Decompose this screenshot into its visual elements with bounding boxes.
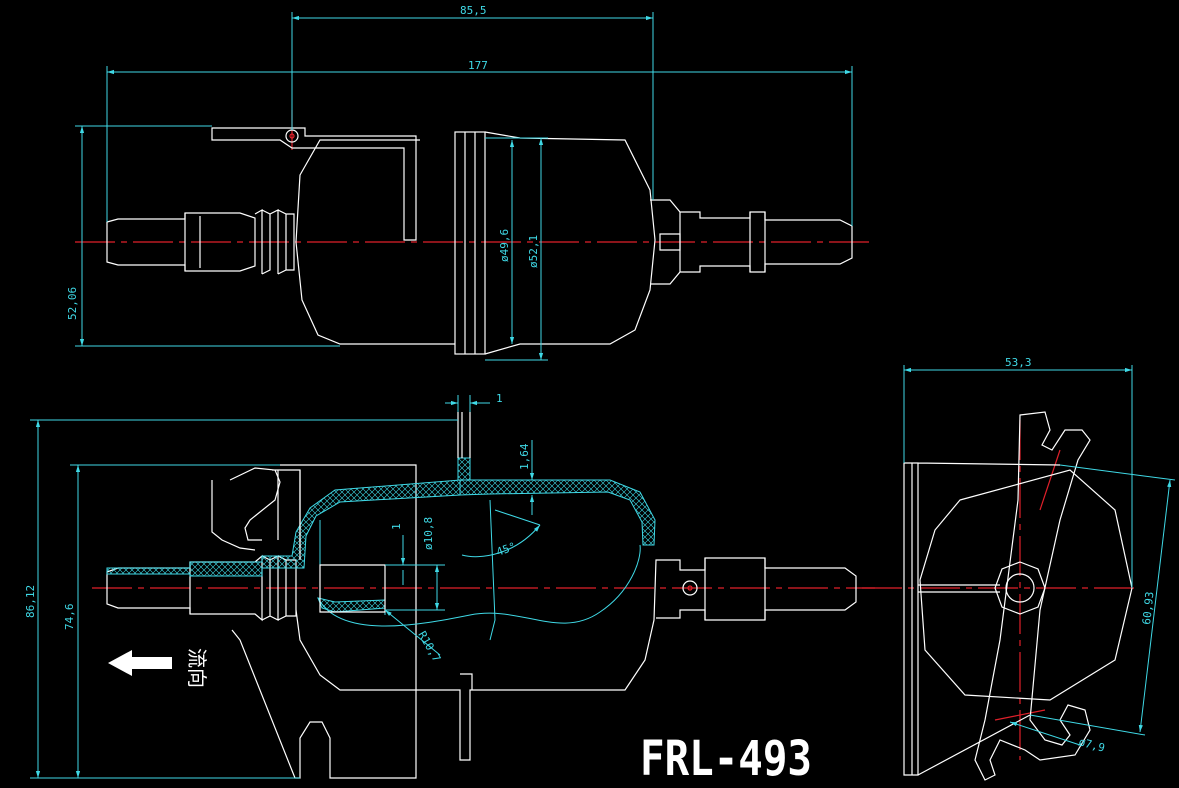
dim-52-06: 52,06 — [66, 125, 340, 347]
dim-85-5-label: 85,5 — [460, 4, 487, 17]
flow-direction-arrow — [108, 650, 172, 676]
section-shell-wall — [459, 479, 656, 546]
top-body-left-dome — [295, 139, 455, 345]
drawing-title: FRL-493 — [640, 731, 812, 787]
dim-dia-7-9-label: ø7,9 — [1077, 735, 1106, 754]
dim-wall-1: 1 — [445, 392, 503, 412]
dim-52-06-label: 52,06 — [66, 287, 79, 320]
end-view: 53,3 60,93 ø7,9 — [862, 356, 1176, 781]
dim-wall-1-64: 1,64 — [518, 440, 535, 515]
dim-dia-10-8-label: ø10,8 — [422, 517, 435, 550]
dim-85-5: 85,5 — [291, 4, 654, 200]
dim-53-3: 53,3 — [903, 356, 1133, 588]
dim-angle-45: 45° — [461, 509, 540, 559]
section-body-outline — [295, 470, 857, 761]
section-inlet-tube-wall — [106, 479, 461, 577]
top-bracket — [211, 127, 417, 241]
top-body-flange — [454, 131, 486, 355]
section-view: 1 1,64 1 ø10,8 45° R10,7 — [24, 392, 875, 779]
dim-dia-52-1-label: ø52,1 — [527, 235, 540, 268]
section-filter-element — [317, 544, 641, 627]
end-hex-nut — [994, 561, 1046, 615]
dim-dia-52-1: ø52,1 — [485, 137, 548, 361]
dim-177: 177 — [106, 59, 853, 226]
dim-74-6: 74,6 — [63, 464, 280, 778]
top-left-ribs — [254, 208, 295, 275]
section-flange-post — [457, 457, 471, 481]
dim-53-3-label: 53,3 — [1005, 356, 1032, 369]
top-body-right-dome — [484, 131, 656, 355]
dim-radius-10-7: R10,7 — [384, 609, 443, 664]
dim-60-93: 60,93 — [1029, 464, 1176, 736]
end-tilted-tab — [974, 411, 1091, 781]
dim-74-6-label: 74,6 — [63, 604, 76, 631]
dim-radius-10-7-label: R10,7 — [415, 629, 443, 664]
section-mounting-bracket — [211, 467, 301, 551]
dim-wall-1-label: 1 — [496, 392, 503, 405]
dim-wall-1-64-label: 1,64 — [518, 443, 531, 470]
flow-direction-label: 流向 — [185, 648, 209, 688]
dim-dia-49-6-label: ø49,6 — [498, 229, 511, 262]
top-view: 85,5 177 52,06 ø49,6 ø52,1 — [66, 4, 875, 361]
end-octagon-body — [919, 469, 1133, 701]
dim-dia-10-8: ø10,8 — [385, 517, 445, 611]
top-right-outlet — [650, 199, 853, 285]
dim-dia-49-6: ø49,6 — [498, 140, 515, 344]
dim-86-12-label: 86,12 — [24, 585, 37, 618]
dim-60-93-label: 60,93 — [1140, 591, 1156, 625]
dim-86-12: 86,12 — [24, 419, 458, 779]
dim-angle-45-label: 45° — [495, 540, 518, 559]
dim-offset-1: 1 — [390, 523, 406, 585]
dim-177-label: 177 — [468, 59, 488, 72]
dim-offset-1-label: 1 — [390, 523, 403, 530]
